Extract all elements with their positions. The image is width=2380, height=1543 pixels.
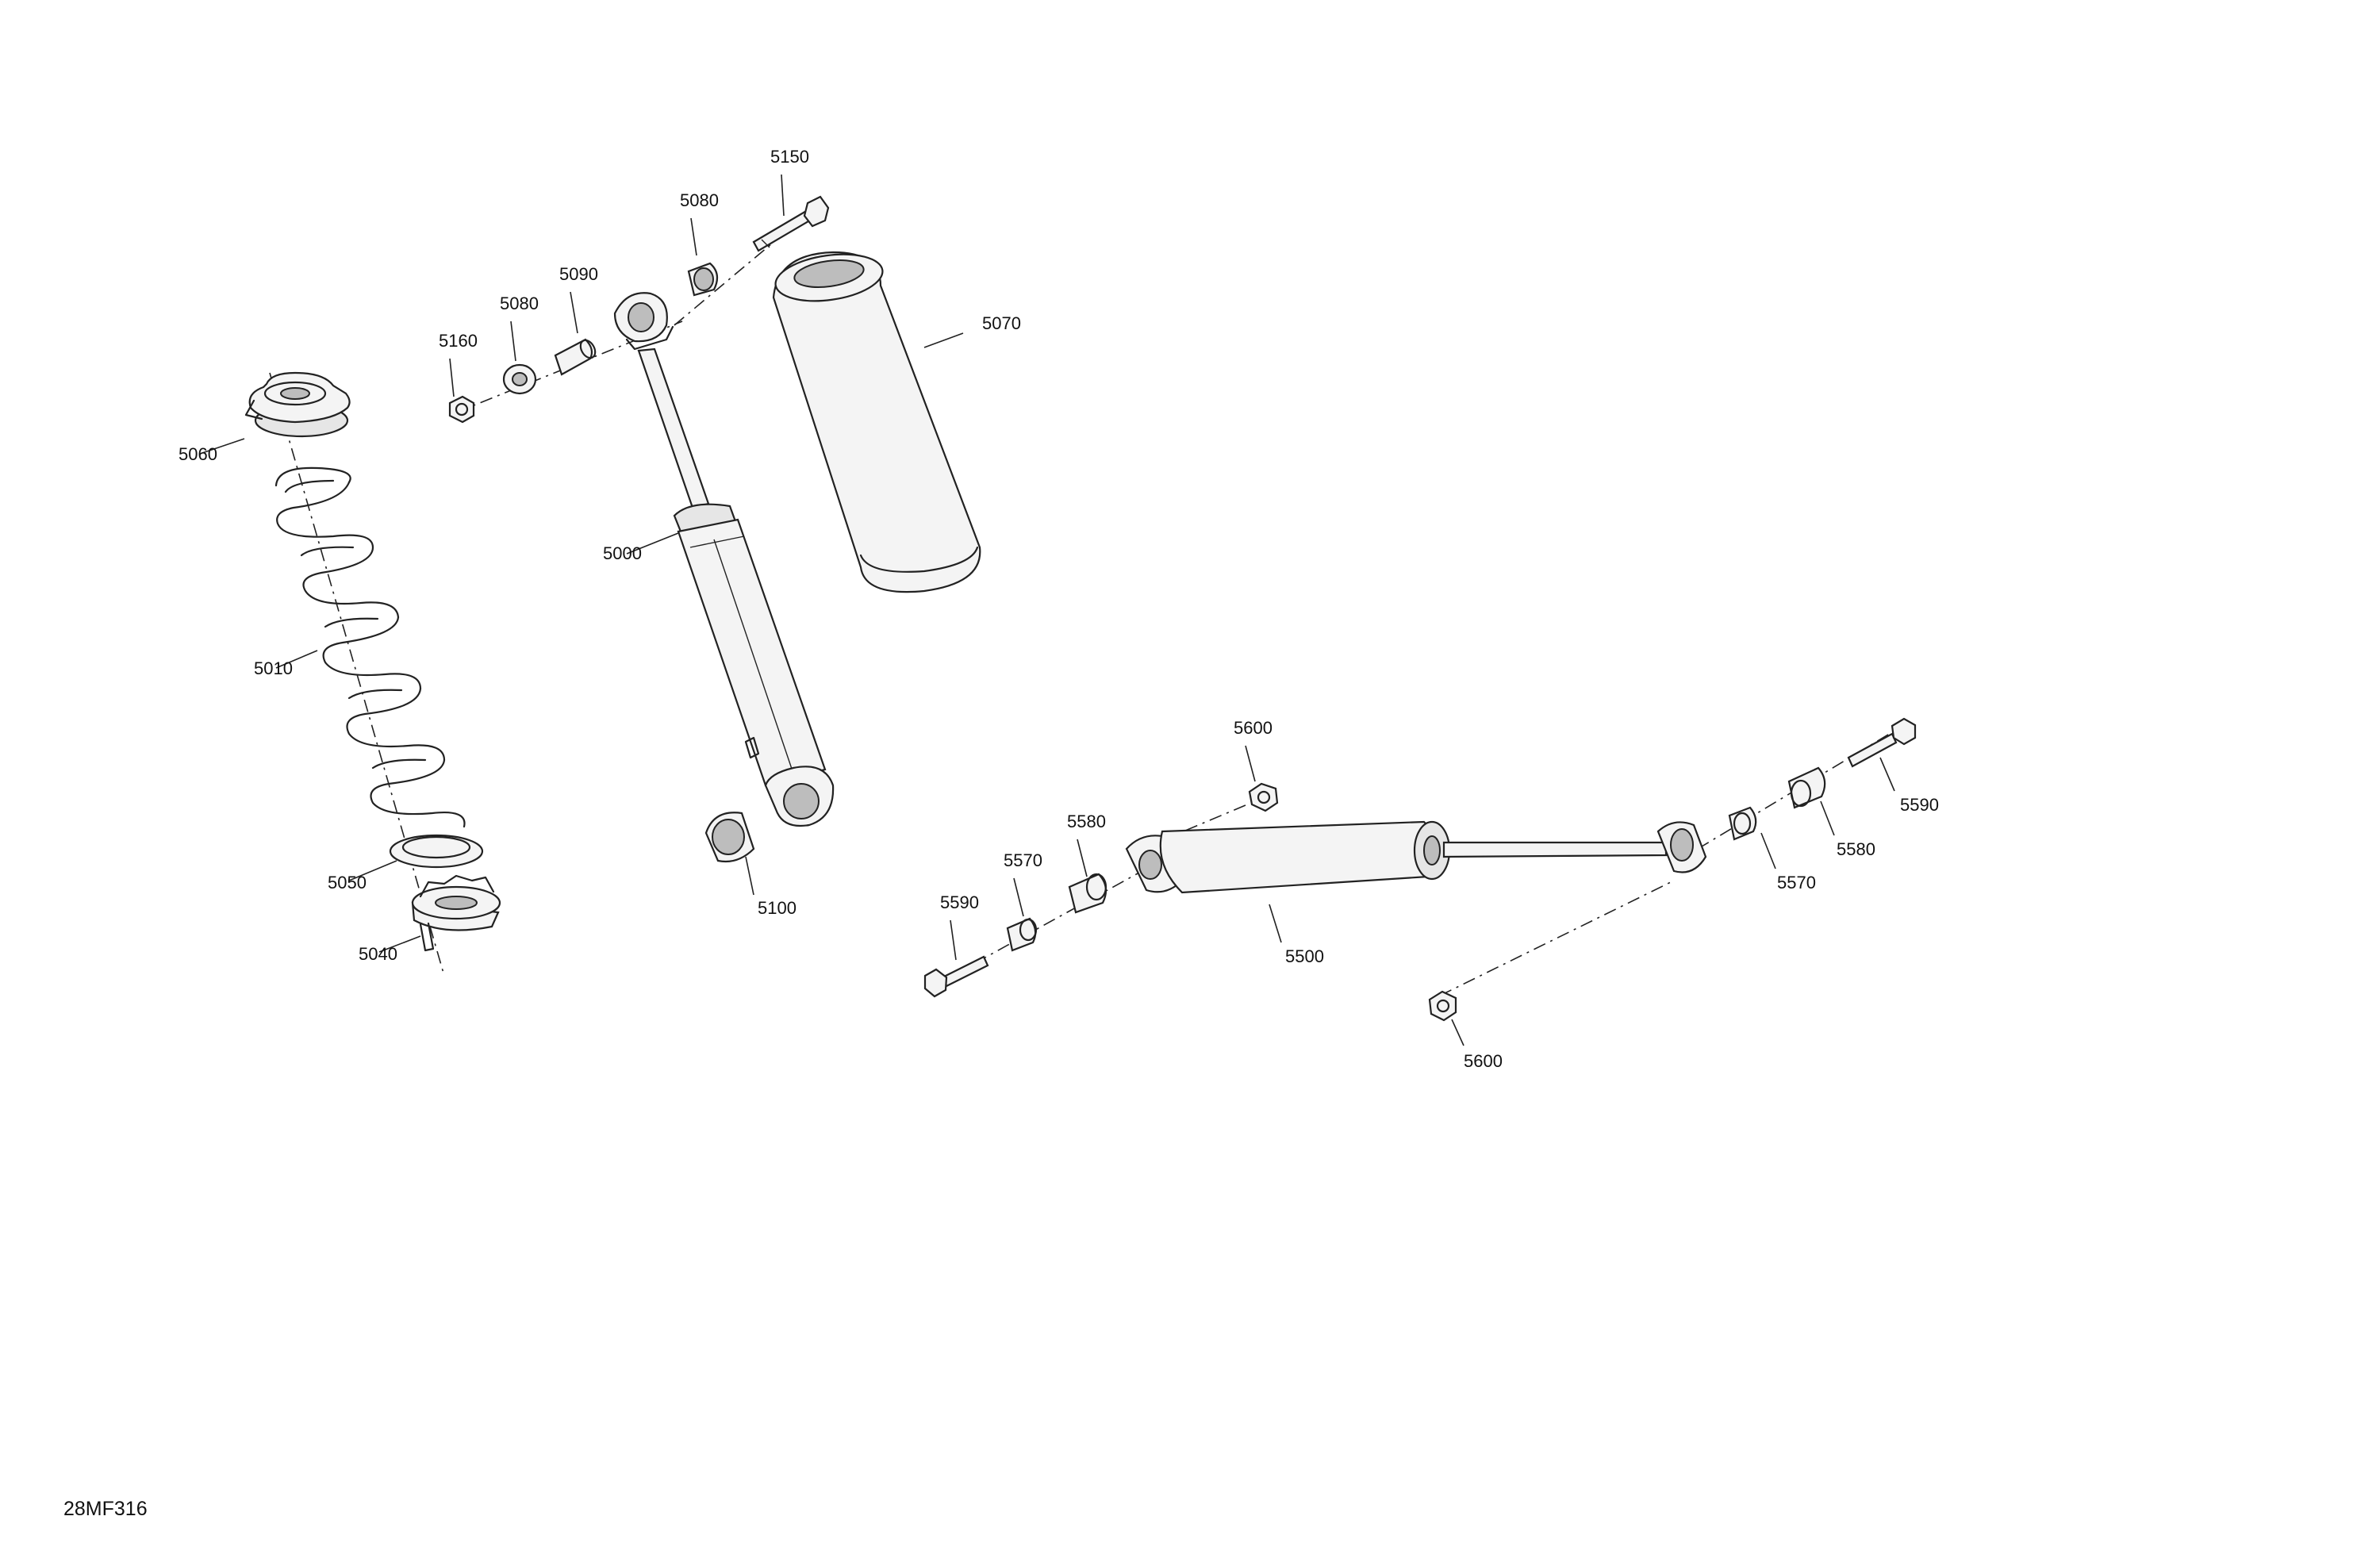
- leader-line-c5060: [199, 438, 245, 455]
- bushing-5570-left: [1006, 917, 1038, 952]
- nut-5160: [448, 395, 475, 424]
- leader-line-c5160: [449, 358, 455, 397]
- steering-damper-5500: [1125, 820, 1707, 894]
- callout-c5150: 5150: [770, 147, 809, 167]
- leader-line-c5080b: [510, 320, 516, 362]
- leader-line-c5010: [275, 650, 318, 669]
- callout-c5080a: 5080: [680, 190, 719, 210]
- reference-code: 28MF316: [63, 1498, 148, 1520]
- leader-line-c5090: [570, 291, 578, 334]
- nut-5600-bottom: [1428, 990, 1457, 1022]
- leader-line-c5070: [923, 332, 964, 348]
- coil-spring-5010: [274, 466, 466, 828]
- leader-line-c5080a: [690, 217, 697, 256]
- leader-line-c5580b: [1820, 800, 1835, 836]
- callout-c5580b: 5580: [1837, 839, 1875, 859]
- assembly-axes: [269, 202, 1897, 996]
- nut-5600-top: [1248, 782, 1279, 812]
- bolt-5590-left: [923, 955, 989, 998]
- leader-line-c5500: [1269, 904, 1282, 943]
- bolt-5150: [752, 195, 830, 252]
- callout-c5500: 5500: [1285, 946, 1324, 966]
- leader-line-c5600b: [1451, 1019, 1464, 1046]
- callout-c5000: 5000: [603, 543, 642, 563]
- bolt-5590-right: [1847, 717, 1917, 768]
- leader-line-c5590b: [1879, 757, 1895, 792]
- spacer-5090: [554, 338, 597, 376]
- callout-c5600b: 5600: [1464, 1051, 1503, 1071]
- leader-line-c5570b: [1760, 832, 1776, 869]
- callout-c5570a: 5570: [1004, 850, 1042, 870]
- callout-c5160: 5160: [439, 331, 478, 351]
- preload-adjuster-5040: [411, 874, 501, 952]
- leader-line-c5100: [745, 856, 754, 896]
- callout-c5050: 5050: [328, 873, 367, 892]
- bushing-5080-upper: [687, 262, 719, 297]
- bushing-5100: [704, 812, 755, 863]
- callout-c5040: 5040: [359, 944, 397, 964]
- leader-line-c5600a: [1245, 745, 1256, 782]
- callout-c5590a: 5590: [940, 892, 979, 912]
- callout-labels: 5150 5080 5090 5080 5160 5070 5060 5000 5010 5050…: [178, 147, 1939, 1071]
- leader-line-c5580a: [1077, 839, 1088, 877]
- callout-c5070: 5070: [982, 313, 1021, 333]
- spacer-5580-left: [1068, 873, 1107, 914]
- lower-seat-ring-5050: [389, 834, 484, 869]
- callout-c5090: 5090: [559, 264, 598, 284]
- upper-spring-seat-5060: [244, 371, 351, 438]
- leader-line-c5000: [626, 532, 679, 555]
- leader-line-c5050: [348, 860, 397, 881]
- callout-c5060: 5060: [178, 444, 217, 464]
- callout-c5570b: 5570: [1777, 873, 1816, 892]
- callout-c5100: 5100: [758, 898, 797, 918]
- callout-c5580a: 5580: [1067, 812, 1106, 831]
- callout-c5590b: 5590: [1900, 795, 1939, 815]
- leader-line-c5040: [378, 935, 421, 953]
- leader-line-c5570a: [1013, 877, 1024, 917]
- callout-c5080b: 5080: [500, 294, 539, 313]
- leader-line-c5590a: [950, 919, 957, 961]
- callout-c5010: 5010: [254, 658, 293, 678]
- callout-c5600a: 5600: [1234, 718, 1273, 738]
- bushing-5570-right: [1728, 806, 1757, 841]
- shock-absorber-5000: [613, 292, 835, 827]
- boot-cover-5070: [772, 251, 981, 593]
- leader-line-c5150: [781, 174, 785, 217]
- washer-5080-left: [502, 363, 537, 395]
- spacer-5580-right: [1787, 766, 1826, 809]
